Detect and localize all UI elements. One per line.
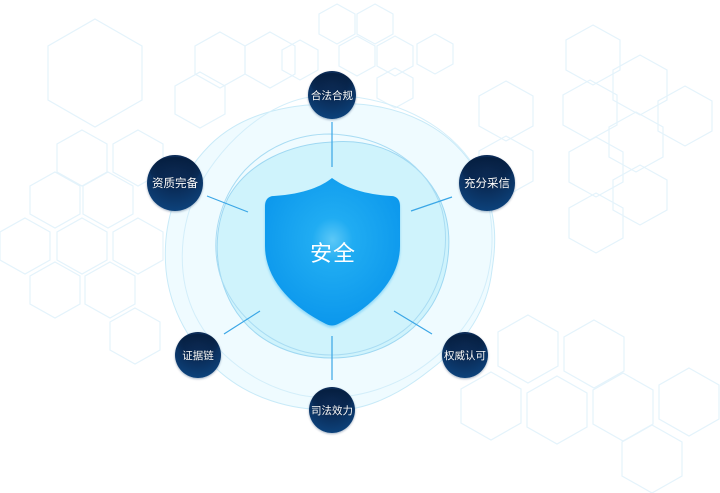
center-label: 安全 [309, 242, 356, 267]
node-label: 证据链 [182, 349, 214, 362]
node-authoritative-recognition[interactable]: 权威认可 [442, 332, 488, 378]
node-legal-compliance[interactable]: 合法合规 [308, 71, 356, 119]
node-judicial-effect[interactable]: 司法效力 [309, 387, 355, 433]
node-label: 权威认可 [444, 349, 486, 362]
connector-lines [206, 122, 453, 380]
shield-icon [265, 178, 400, 328]
node-qualification-complete[interactable]: 资质完备 [147, 155, 203, 211]
node-label: 合法合规 [311, 89, 353, 102]
node-label: 资质完备 [152, 176, 198, 190]
node-evidence-chain[interactable]: 证据链 [175, 332, 221, 378]
node-label: 司法效力 [311, 404, 353, 417]
node-label: 充分采信 [464, 176, 510, 190]
node-fully-adopted[interactable]: 充分采信 [459, 155, 515, 211]
